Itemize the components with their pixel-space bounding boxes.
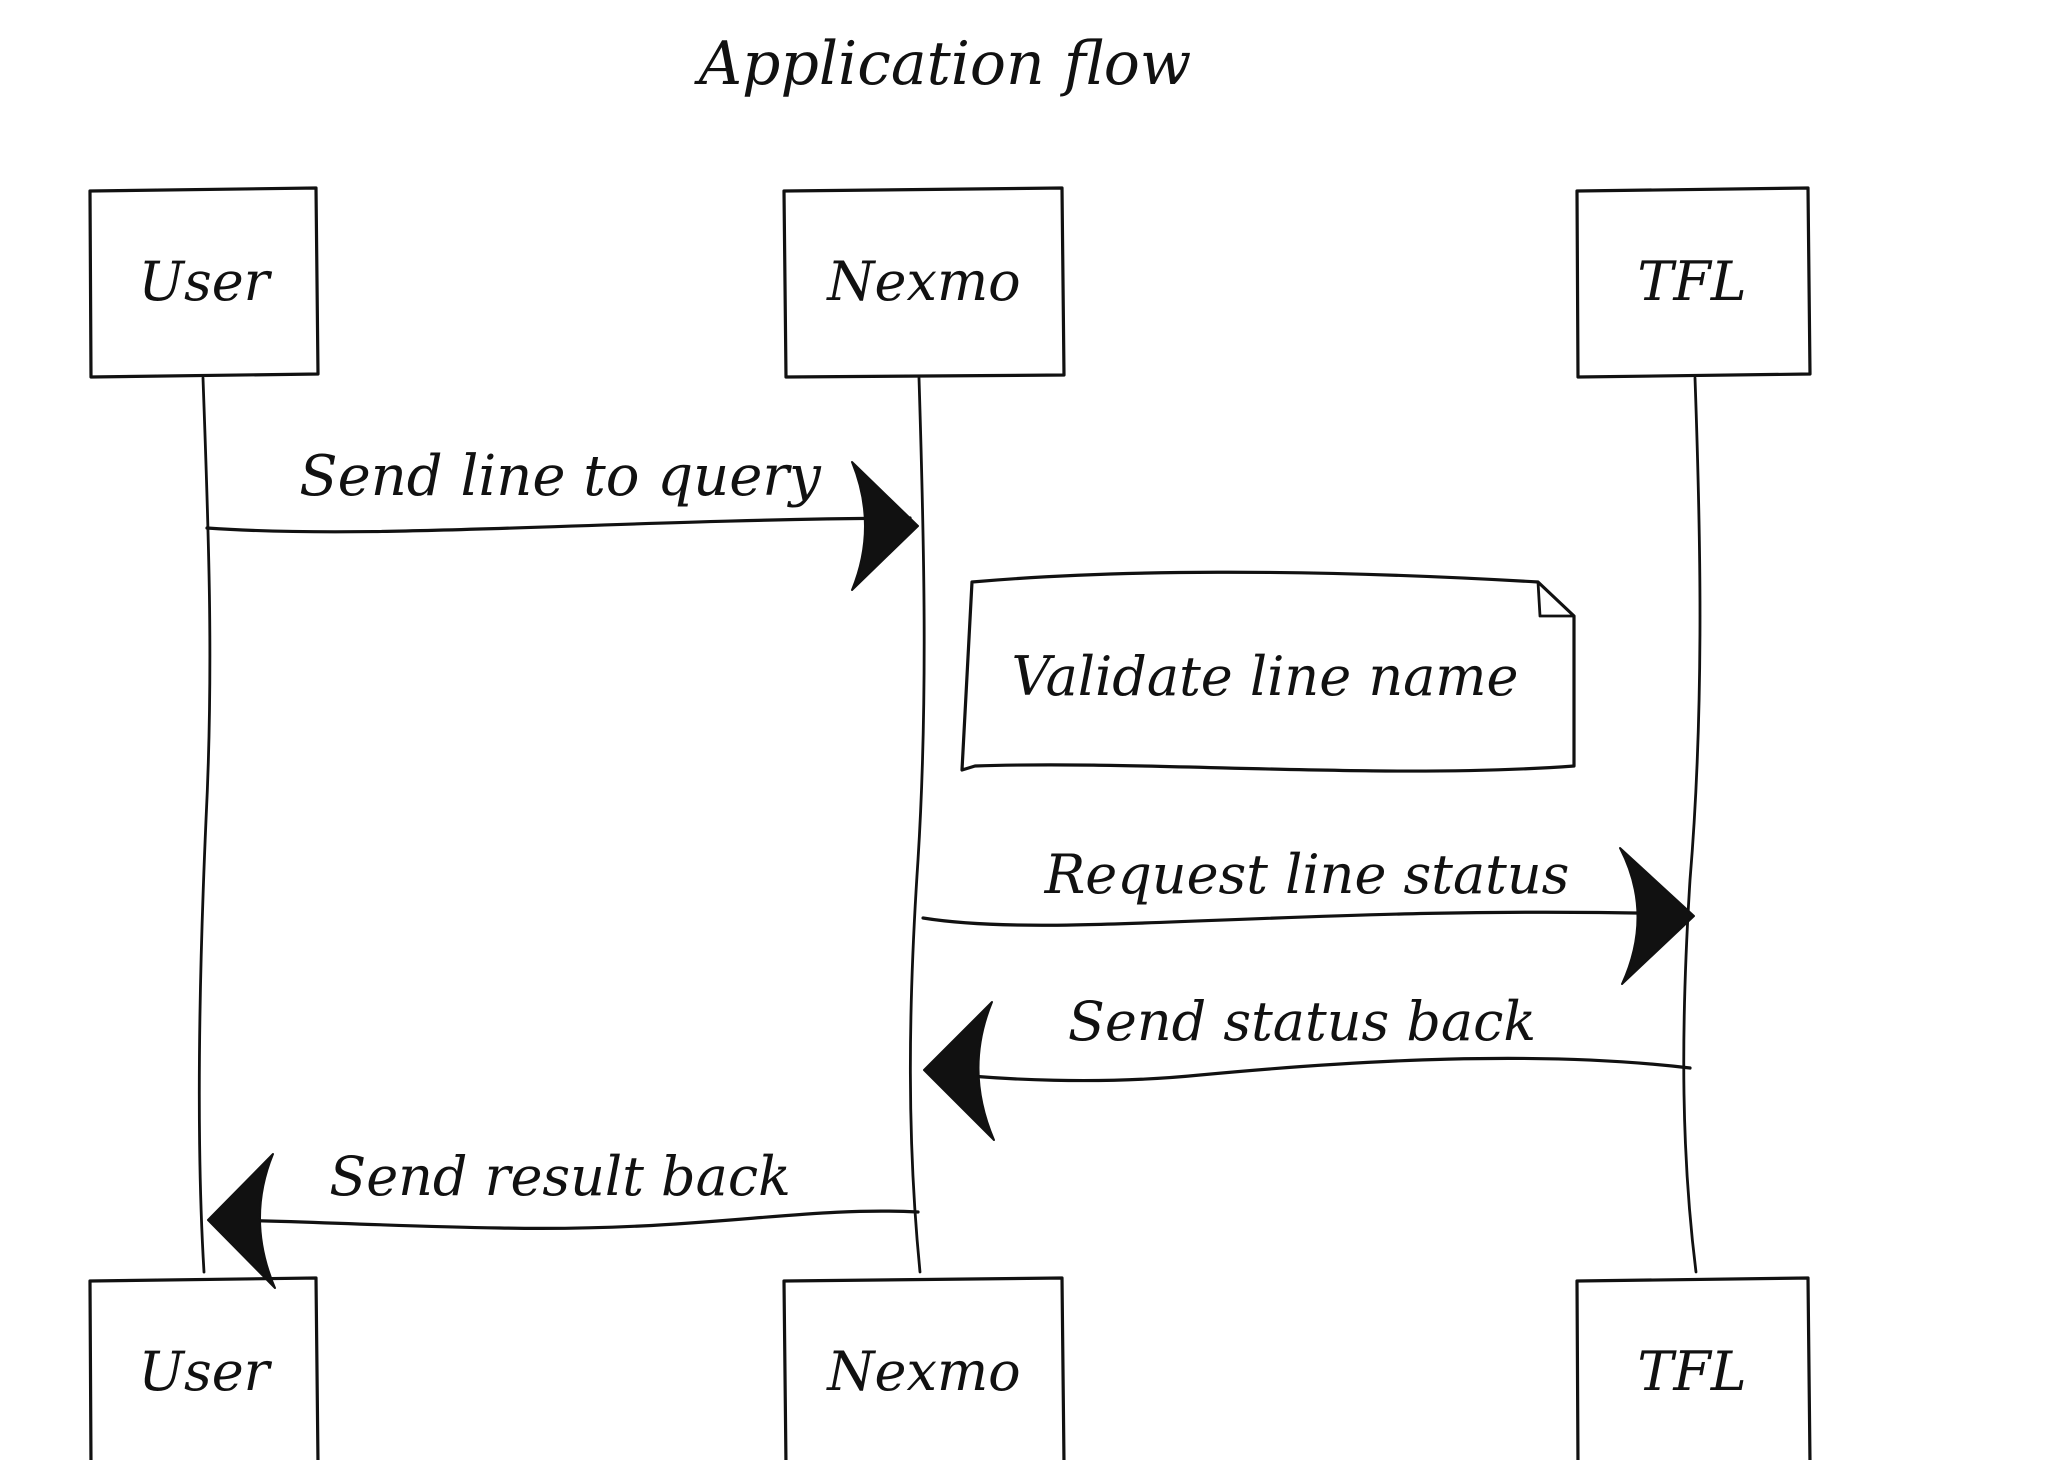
lifeline-user (197, 376, 212, 1274)
participant-nexmo-bottom-label: Nexmo (825, 1340, 1020, 1403)
message-send-result-back-arrow (213, 1209, 920, 1230)
participant-tfl-top[interactable]: TFL (1575, 186, 1812, 379)
message-request-line-status-label: Request line status (1044, 843, 1570, 906)
participant-nexmo-top-label: Nexmo (825, 250, 1020, 313)
participant-user-top[interactable]: User (88, 186, 320, 379)
message-request-line-status[interactable]: Request line status (921, 843, 1695, 985)
lifeline-tfl (1682, 376, 1702, 1274)
message-request-line-status-arrowhead (1619, 847, 1695, 985)
note-validate-line-name: Validate line name (960, 570, 1576, 773)
message-send-result-back-label: Send result back (329, 1145, 791, 1208)
lifeline-nexmo (908, 376, 926, 1274)
participant-tfl-bottom[interactable]: TFL (1575, 1276, 1812, 1460)
message-send-line-to-query-arrowhead (851, 461, 919, 591)
diagram-title: Application flow (694, 29, 1192, 99)
message-send-status-back-arrowhead (923, 1001, 995, 1141)
participant-tfl-bottom-label: TFL (1637, 1340, 1746, 1403)
participant-user-bottom-label: User (139, 1340, 273, 1403)
participant-nexmo-bottom[interactable]: Nexmo (782, 1276, 1066, 1460)
participant-user-top-label: User (139, 250, 273, 313)
participant-tfl-top-label: TFL (1637, 250, 1746, 313)
message-send-status-back-label: Send status back (1068, 990, 1536, 1053)
participant-user-bottom[interactable]: User (88, 1276, 320, 1460)
note-validate-line-name-label: Validate line name (1012, 645, 1519, 708)
message-send-result-back[interactable]: Send result back (207, 1145, 920, 1289)
message-request-line-status-arrow (921, 910, 1688, 927)
message-send-result-back-arrowhead (207, 1153, 276, 1289)
participant-nexmo-top[interactable]: Nexmo (782, 186, 1066, 379)
message-send-status-back[interactable]: Send status back (923, 990, 1692, 1141)
message-send-line-to-query[interactable]: Send line to query (205, 444, 919, 591)
message-send-line-to-query-arrow (205, 516, 912, 534)
message-send-status-back-arrow (928, 1056, 1692, 1083)
message-send-line-to-query-label: Send line to query (299, 444, 822, 509)
